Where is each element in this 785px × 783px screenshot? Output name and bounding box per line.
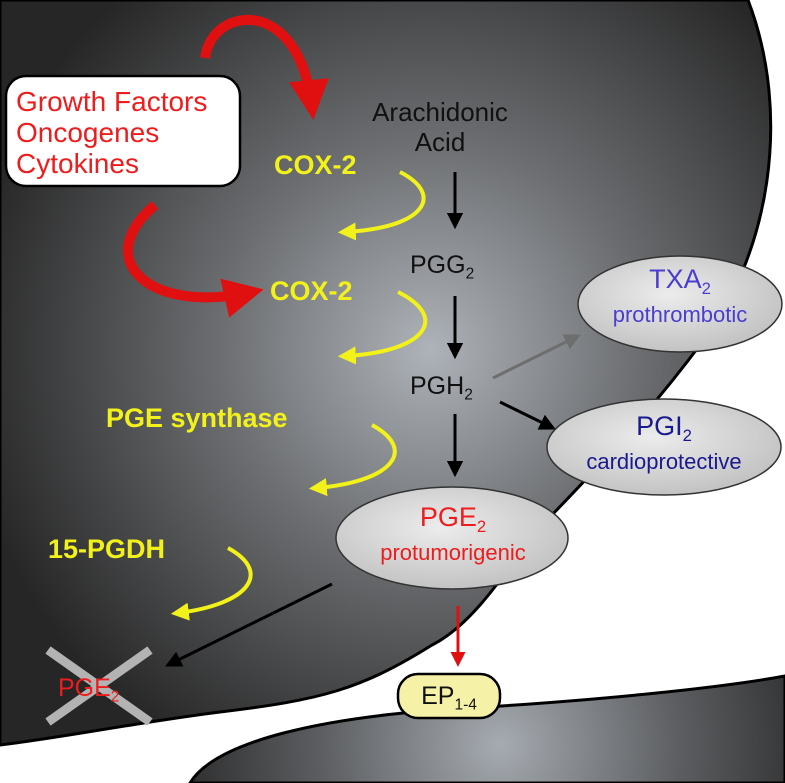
- ep-sub: 1-4: [454, 696, 477, 714]
- pgi2-base: PGI: [636, 411, 683, 441]
- pge2-desc: protumorigenic: [380, 539, 526, 565]
- pge2-ellipse: [335, 486, 569, 590]
- degraded-pge2-label: PGE2: [58, 676, 119, 705]
- txa2-desc: prothrombotic: [612, 301, 748, 327]
- cox2-top-arrow: [337, 170, 426, 241]
- degraded-pge2-sub: 2: [110, 688, 120, 706]
- ep-receptor-label: EP1-4: [398, 684, 500, 713]
- pge2-to-degraded-arrow: [165, 582, 333, 667]
- pge-synthase-arrow: [308, 423, 397, 497]
- pgi2-ellipse: [546, 398, 782, 496]
- pge2-label: PGE2 protumorigenic: [338, 504, 568, 564]
- ep-receptor: [396, 672, 502, 720]
- pgh2-base: PGH: [410, 372, 465, 400]
- pgh2-label: PGH2: [410, 374, 473, 403]
- pgi2-desc: cardioprotective: [586, 448, 742, 474]
- pgg2-sub: 2: [465, 265, 475, 283]
- stimuli-box: [4, 74, 242, 188]
- stimulus-oncogenes: Oncogenes: [16, 117, 160, 148]
- cox2-mid-label: COX-2: [270, 276, 353, 306]
- stimulus-arrow-top: [200, 14, 329, 120]
- stimulus-growth-factors: Growth Factors: [16, 86, 208, 117]
- ep-base: EP: [421, 682, 455, 710]
- aa-line-2: Acid: [414, 127, 466, 157]
- cox2-top-label: COX-2: [274, 150, 357, 180]
- txa2-base: TXA: [649, 264, 702, 294]
- cox2-mid-arrow: [337, 290, 428, 365]
- aa-line-1: Arachidonic: [372, 97, 508, 127]
- pgi2-label: PGI2 cardioprotective: [548, 413, 780, 473]
- stimuli-label: Growth Factors Oncogenes Cytokines: [16, 86, 207, 179]
- pgdh-arrow: [170, 546, 253, 621]
- arachidonic-acid-label: Arachidonic Acid: [350, 97, 530, 157]
- pgg2-base: PGG: [410, 251, 466, 279]
- pgdh-label: 15-PGDH: [48, 534, 166, 564]
- pgh-to-pgi2-arrow: [499, 400, 556, 430]
- pge-synthase-label: PGE synthase: [106, 403, 288, 433]
- pgh-to-txa2-arrow: [492, 334, 581, 380]
- pgg2-label: PGG2: [410, 253, 474, 282]
- degraded-cross-line-2: [45, 646, 153, 726]
- pge2-sub: 2: [476, 516, 487, 536]
- stimulus-arrow-bottom: [122, 201, 264, 318]
- pgh2-sub: 2: [464, 386, 473, 404]
- txa2-label: TXA2 prothrombotic: [580, 266, 780, 326]
- pge2-base: PGE: [419, 502, 477, 532]
- degraded-pge2-base: PGE: [58, 674, 111, 702]
- stimulus-cytokines: Cytokines: [16, 148, 139, 179]
- pgi2-sub: 2: [682, 425, 692, 445]
- txa2-ellipse: [577, 255, 783, 353]
- txa2-sub: 2: [701, 278, 711, 298]
